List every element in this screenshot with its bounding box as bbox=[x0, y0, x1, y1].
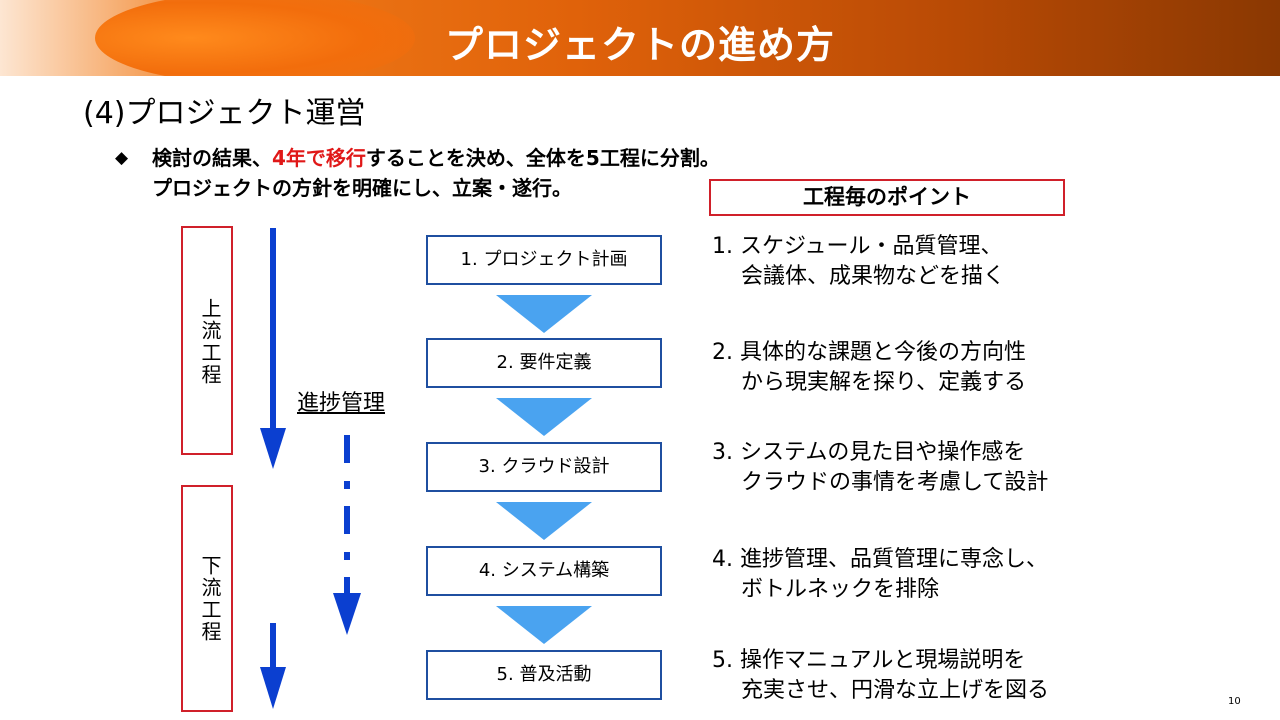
step-box-5: 5. 普及活動 bbox=[426, 650, 662, 700]
point-desc-4: 4. 進捗管理、品質管理に専念し、 ボトルネックを排除 bbox=[712, 545, 1048, 605]
point-desc-1-line1: 1. スケジュール・品質管理、 bbox=[712, 234, 1003, 259]
progress-dash bbox=[344, 577, 350, 597]
bullet-line-2: プロジェクトの方針を明確にし、立案・遂行。 bbox=[152, 176, 572, 200]
point-desc-4-line1: 4. 進捗管理、品質管理に専念し、 bbox=[712, 547, 1048, 572]
downstream-phase-label: 下流工程 bbox=[198, 555, 222, 643]
downstream-arrow-shaft bbox=[270, 623, 276, 671]
section-subtitle: (4)プロジェクト運営 bbox=[83, 96, 366, 131]
point-desc-5-line1: 5. 操作マニュアルと現場説明を bbox=[712, 648, 1026, 673]
point-desc-4-line2: ボトルネックを排除 bbox=[741, 577, 940, 602]
page-number: 10 bbox=[1228, 696, 1241, 707]
step-chevron-icon bbox=[496, 606, 592, 644]
progress-management-label: 進捗管理 bbox=[297, 391, 386, 416]
point-desc-3: 3. システムの見た目や操作感を クラウドの事情を考慮して設計 bbox=[712, 438, 1048, 498]
step-box-3: 3. クラウド設計 bbox=[426, 442, 662, 492]
step-chevron-icon bbox=[496, 502, 592, 540]
progress-dash bbox=[344, 435, 350, 463]
points-header-box: 工程毎のポイント bbox=[709, 179, 1065, 216]
step-box-2: 2. 要件定義 bbox=[426, 338, 662, 388]
bullet-text-b: することを決め、全体を5工程に分割。 bbox=[365, 146, 720, 170]
upstream-phase-box bbox=[181, 226, 233, 455]
diamond-bullet-icon: ◆ bbox=[115, 148, 129, 168]
point-desc-1-line2: 会議体、成果物などを描く bbox=[741, 264, 1006, 289]
upstream-phase-label: 上流工程 bbox=[198, 298, 222, 386]
step-box-4: 4. システム構築 bbox=[426, 546, 662, 596]
point-desc-2-line2: から現実解を探り、定義する bbox=[741, 370, 1027, 395]
downstream-phase-box bbox=[181, 485, 233, 712]
progress-dash bbox=[344, 552, 350, 560]
page-title: プロジェクトの進め方 bbox=[444, 23, 835, 67]
bullet-text-a: 検討の結果、 bbox=[152, 146, 272, 170]
banner-glow bbox=[95, 0, 415, 76]
point-desc-1: 1. スケジュール・品質管理、 会議体、成果物などを描く bbox=[712, 232, 1005, 292]
downstream-arrow-head-icon bbox=[260, 667, 286, 709]
progress-dash bbox=[344, 481, 350, 489]
point-desc-3-line2: クラウドの事情を考慮して設計 bbox=[741, 470, 1049, 495]
step-box-1: 1. プロジェクト計画 bbox=[426, 235, 662, 285]
point-desc-2: 2. 具体的な課題と今後の方向性 から現実解を探り、定義する bbox=[712, 338, 1026, 398]
point-desc-5: 5. 操作マニュアルと現場説明を 充実させ、円滑な立上げを図る bbox=[712, 646, 1049, 706]
progress-arrow-head-icon bbox=[333, 593, 361, 635]
point-desc-2-line1: 2. 具体的な課題と今後の方向性 bbox=[712, 340, 1026, 365]
bullet-line-1: 検討の結果、4年で移行することを決め、全体を5工程に分割。 bbox=[152, 142, 720, 171]
upstream-arrow-shaft bbox=[270, 228, 276, 432]
step-chevron-icon bbox=[496, 295, 592, 333]
progress-dash bbox=[344, 506, 350, 534]
title-banner: プロジェクトの進め方 bbox=[0, 0, 1280, 76]
upstream-arrow-head-icon bbox=[260, 428, 286, 469]
point-desc-5-line2: 充実させ、円滑な立上げを図る bbox=[741, 678, 1050, 703]
point-desc-3-line1: 3. システムの見た目や操作感を bbox=[712, 440, 1026, 465]
bullet-highlight: 4年で移行 bbox=[272, 146, 366, 170]
step-chevron-icon bbox=[496, 398, 592, 436]
